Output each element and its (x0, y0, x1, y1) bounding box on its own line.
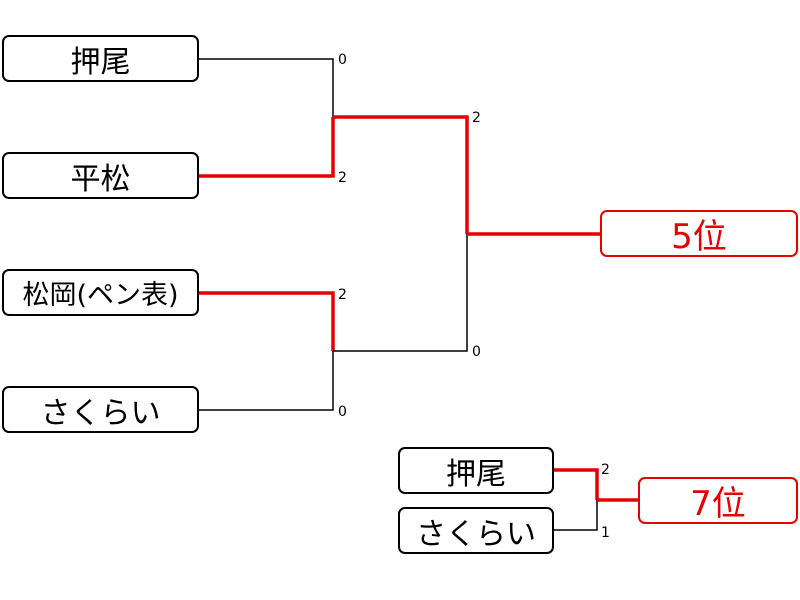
sub-score-team2: 1 (601, 525, 610, 541)
score-match2-team4: 0 (338, 404, 347, 420)
line-sub-team2 (554, 500, 598, 531)
team-box-2: 平松 (2, 152, 199, 199)
sub-team-name-1: 押尾 (446, 456, 506, 492)
sub-team-box-1: 押尾 (398, 447, 554, 494)
team-box-3: 松岡(ペン表) (2, 269, 199, 316)
score-match1-team2: 2 (338, 170, 347, 186)
result-box-main: 5位 (600, 210, 798, 257)
sub-team-name-2: さくらい (416, 516, 536, 552)
result-label-sub: 7位 (690, 484, 746, 524)
team-box-4: さくらい (2, 386, 199, 433)
sub-score-team1: 2 (601, 462, 610, 478)
score-match2-team3: 2 (338, 287, 347, 303)
team-name-3: 松岡(ペン表) (22, 280, 179, 311)
line-team3-to-match2 (199, 291, 335, 351)
line-team4-to-match2 (199, 351, 334, 411)
line-sub-team1 (554, 468, 599, 500)
team-name-2: 平松 (70, 161, 131, 197)
line-team2-to-match1 (199, 117, 335, 178)
team-name-4: さくらい (40, 395, 161, 431)
sub-team-box-2: さくらい (398, 507, 554, 554)
line-match1-to-final (333, 115, 469, 234)
result-label-main: 5位 (671, 217, 727, 257)
team-name-1: 押尾 (70, 44, 131, 80)
result-box-sub: 7位 (638, 477, 798, 524)
line-match2-to-final (333, 234, 468, 352)
score-final-bottom: 0 (472, 344, 481, 360)
score-final-top: 2 (472, 110, 481, 126)
score-match1-team1: 0 (338, 52, 347, 68)
team-box-1: 押尾 (2, 35, 199, 82)
line-team1-to-match1 (199, 58, 334, 117)
